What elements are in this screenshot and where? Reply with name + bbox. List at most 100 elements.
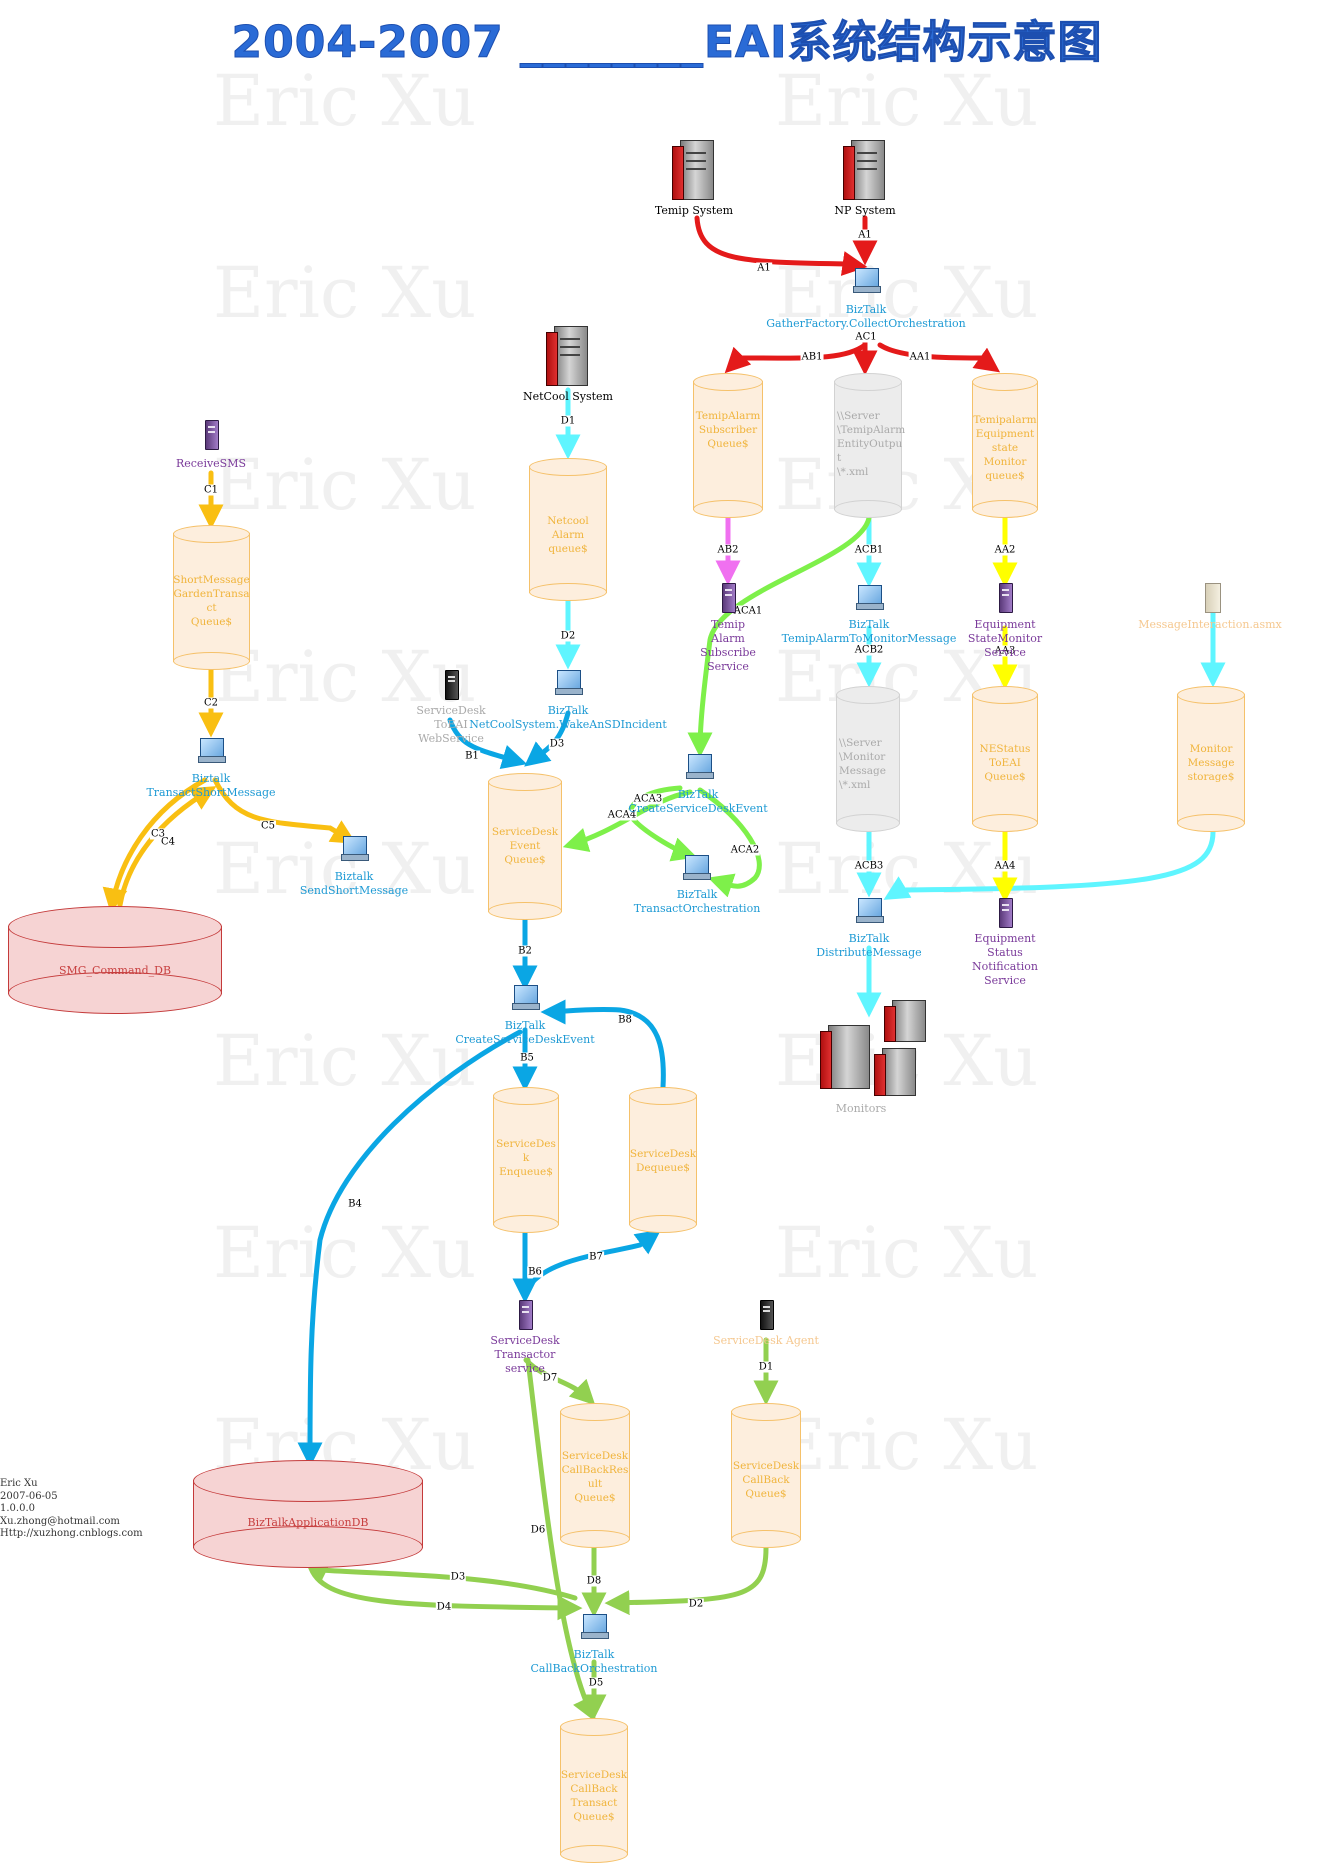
biztalk-send-sms-label: Biztalk SendShortMessage [299,870,409,897]
smg-command-db: SMG_Command_DB [8,906,222,1014]
folder-label: \\Server \TemipAlarm EntityOutpu t \*.xm… [837,410,906,478]
servicedesk-callback-result-queue: ServiceDesk CallBackRes ult Queue$ [560,1403,630,1548]
computer-icon [686,754,714,779]
folder-label: \\Server \Monitor Message \*.xml [839,737,886,791]
netcool-system-server-icon [546,326,588,386]
edge-label: D8 [585,1575,603,1587]
edge-label: C2 [202,697,220,709]
edge-label: D4 [435,1601,453,1613]
monitors-label: Monitors [835,1102,887,1115]
page-title: 2004-2007 ________EAI系统结构示意图 [231,17,1103,69]
footer-author: Eric Xu [0,1478,38,1489]
edge-label: B2 [517,945,533,957]
biztalk-create-sd-event-1-label: BizTalk CreateServiceDeskEvent [628,788,768,815]
queue-label: ServiceDesk Dequeue$ [629,1148,697,1174]
monitor-message-storage: Monitor Message storage$ [1177,686,1245,832]
edge-label: C3 [149,828,167,840]
edge-aca2 [697,787,762,898]
servicedesk-enqueue: ServiceDes k Enqueue$ [493,1087,559,1233]
edge-d4-db [307,1562,583,1621]
edge-label: ACB1 [853,544,885,556]
edge-label: B8 [617,1014,633,1026]
service-icon [722,583,736,613]
biztalk-gather-label: BizTalk GatherFactory.CollectOrchestrati… [766,303,966,330]
queue-label: ServiceDes k Enqueue$ [496,1138,556,1178]
server-monitor-folder: \\Server \Monitor Message \*.xml [836,686,900,832]
service-icon [519,1300,533,1330]
queue-label: ServiceDesk CallBack Queue$ [732,1460,800,1500]
biztalk-application-db: BizTalkApplicationDB [193,1460,423,1568]
queue-label: ServiceDesk Event Queue$ [491,826,559,866]
edge-label: ACA4 [606,809,638,821]
biztalk-transact-sms-label: Biztalk TransactShortMessage [146,772,276,799]
edge-label: AA2 [993,544,1017,556]
watermark-text: Eric Xu [775,1404,1039,1486]
nestatus-queue: NEStatus ToEAI Queue$ [972,686,1038,832]
edge-aa1 [877,342,1001,373]
biztalk-create-sd-event-2-label: BizTalk CreateServiceDeskEvent [455,1019,595,1046]
servicedesk-agent-label: ServiceDesk Agent [713,1334,819,1347]
author-footer: Eric Xu 2007-06-05 1.0.0.0 Xu.zhong@hotm… [0,1478,143,1541]
short-message-queue: ShortMessage GardenTransa ct Queue$ [173,525,250,670]
edge-b1 [447,717,528,769]
edge-label: AC1 [854,331,878,343]
netcool-alarm-queue: Netcool Alarm queue$ [529,458,607,601]
edge-d2-callback [604,1545,769,1616]
temip-system-server-icon [672,140,714,200]
edge-b4 [297,1029,523,1468]
queue-label: ShortMessage GardenTransa ct Queue$ [173,574,250,628]
queue-label: NEStatus ToEAI Queue$ [979,743,1031,783]
computer-icon [555,670,583,695]
footer-url: Http://xuzhong.cnblogs.com [0,1528,143,1539]
computer-icon [512,985,540,1010]
servicedesk-callback-transact-queue: ServiceDesk CallBack Transact Queue$ [560,1718,628,1863]
servicedesk-dequeue: ServiceDesk Dequeue$ [629,1087,697,1233]
edge-label: D6 [529,1524,547,1536]
edge-a1-temip [694,215,868,276]
queue-label: ServiceDesk CallBackRes ult Queue$ [561,1450,629,1504]
footer-version: 1.0.0.0 [0,1503,35,1514]
edge-c5 [212,777,357,844]
computer-icon [341,836,369,861]
np-system-server-icon [843,140,885,200]
biztalk-transact-orch-label: BizTalk TransactOrchestration [633,888,761,915]
edge-label: C1 [202,484,220,496]
temipalarm-equipment-queue: Temipalarm Equipment state Monitor queue… [972,373,1038,518]
edge-label: D2 [559,630,577,642]
edge-label: C5 [259,820,277,832]
watermark-text: Eric Xu [775,1212,1039,1294]
equipment-statemonitor-label: Equipment StateMonitor Service [967,618,1043,659]
servicedesk-event-queue: ServiceDesk Event Queue$ [488,773,562,920]
footer-date: 2007-06-05 [0,1490,58,1502]
queue-label: ServiceDesk CallBack Transact Queue$ [560,1769,628,1823]
watermark-text: Eric Xu [213,444,477,526]
edge-ab1 [724,342,868,374]
biztalk-temip-to-monitor-label: BizTalk TemipAlarmToMonitorMessage [781,618,957,645]
asmx-server-icon [1205,583,1221,613]
edge-monitor-distribute [883,829,1216,900]
edge-label: D2 [687,1598,705,1610]
message-interaction-label: MessageInteraction.asmx [1138,618,1282,631]
edge-label: B4 [347,1198,363,1210]
computer-icon [683,855,711,880]
edge-label: D3 [449,1571,467,1583]
edge-label: AA1 [908,351,932,363]
edge-label: AB1 [800,351,824,363]
monitors-server-icon [874,1048,916,1106]
queue-label: Temipalarm Equipment state Monitor queue… [973,414,1037,482]
watermark-text: Eric Xu [213,252,477,334]
service-icon [999,583,1013,613]
edge-label: ACA2 [729,844,761,856]
service-icon [999,898,1013,928]
biztalk-distribute-label: BizTalk DistributeMessage [816,932,922,959]
edge-label: C4 [159,836,177,848]
queue-label: Monitor Message storage$ [1187,743,1235,783]
temipalarm-subscriber-queue: TemipAlarm Subscriber Queue$ [693,373,763,518]
edge-aca1 [687,515,872,758]
edge-label: D1 [757,1361,775,1373]
receive-sms-label: ReceiveSMS [175,457,247,470]
edge-label: ACB2 [853,644,885,656]
edge-label: D1 [559,415,577,427]
edge-c3 [102,777,208,914]
